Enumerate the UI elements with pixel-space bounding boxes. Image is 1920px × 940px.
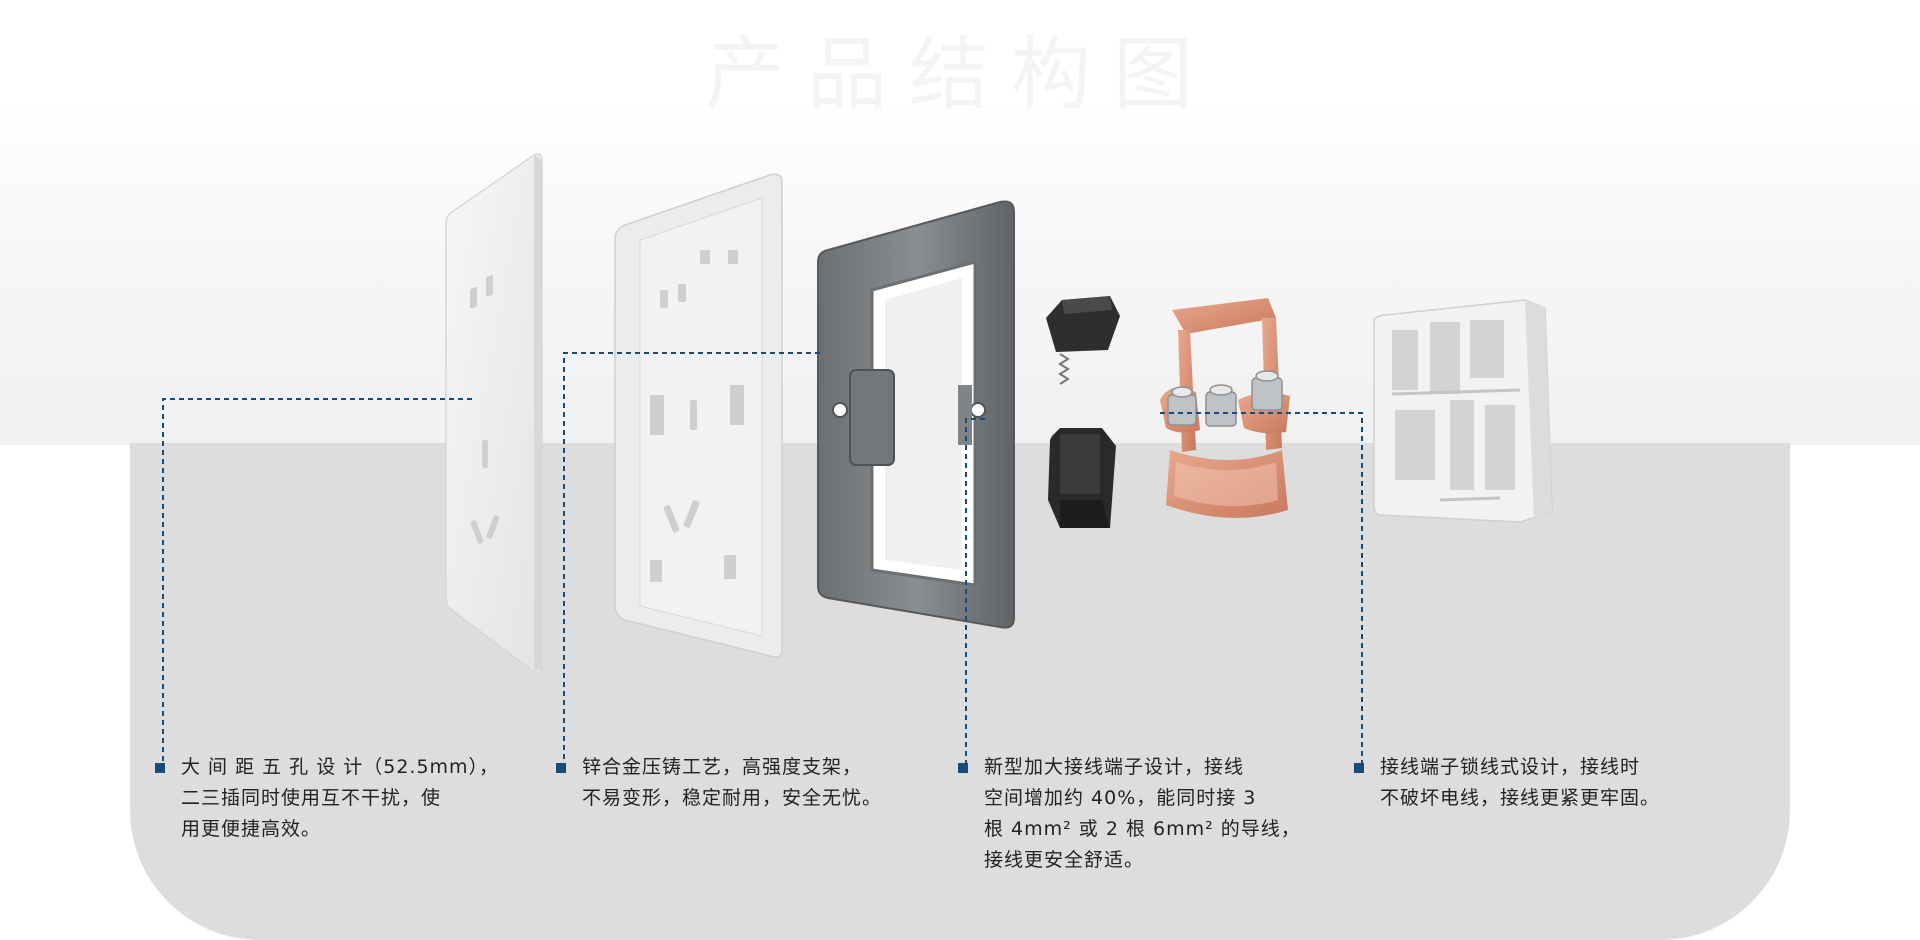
callout-terminal: 新型加大接线端子设计，接线 空间增加约 40%，能同时接 3 根 4mm² 或 … xyxy=(958,752,1301,876)
back-housing xyxy=(1373,299,1553,523)
callout-line: 空间增加约 40%，能同时接 3 xyxy=(984,787,1257,809)
callout-line: 根 4mm² 或 2 根 6mm² 的导线， xyxy=(984,818,1301,840)
bullet-icon xyxy=(1354,763,1364,773)
bullet-icon xyxy=(958,763,968,773)
callout-line: 二三插同时使用互不干扰，使 xyxy=(181,787,442,809)
terminal-clamp xyxy=(1046,296,1120,528)
page-title: 产品结构图 xyxy=(705,28,1215,121)
leader-line-terminal xyxy=(965,418,985,765)
callout-line: 用更便捷高效。 xyxy=(181,818,322,840)
callout-line: 不破坏电线，接线更紧更牢固。 xyxy=(1380,787,1661,809)
callout-hole-spacing: 大 间 距 五 孔 设 计（52.5mm）， 二三插同时使用互不干扰，使 用更便… xyxy=(155,752,499,845)
callout-line: 锌合金压铸工艺，高强度支架， xyxy=(582,756,863,778)
callout-wire-lock: 接线端子锁线式设计，接线时 不破坏电线，接线更紧更牢固。 xyxy=(1354,752,1660,814)
callout-line: 接线端子锁线式设计，接线时 xyxy=(1380,756,1641,778)
front-panel xyxy=(445,153,543,675)
inner-plate xyxy=(614,173,783,658)
callout-line: 不易变形，稳定耐用，安全无忧。 xyxy=(582,787,883,809)
callout-line: 大 间 距 五 孔 设 计（52.5mm）， xyxy=(181,756,500,778)
copper-contacts xyxy=(1160,298,1290,518)
callout-zinc-alloy: 锌合金压铸工艺，高强度支架， 不易变形，稳定耐用，安全无忧。 xyxy=(556,752,882,814)
zinc-alloy-bracket xyxy=(817,200,1015,629)
leader-line-bracket xyxy=(563,352,820,765)
bullet-icon xyxy=(155,763,165,773)
leader-line-front-panel xyxy=(162,398,472,765)
bullet-icon xyxy=(556,763,566,773)
callout-line: 接线更安全舒适。 xyxy=(984,849,1145,871)
callout-line: 新型加大接线端子设计，接线 xyxy=(984,756,1245,778)
leader-lines xyxy=(162,352,1363,765)
leader-line-lock xyxy=(1160,412,1363,765)
